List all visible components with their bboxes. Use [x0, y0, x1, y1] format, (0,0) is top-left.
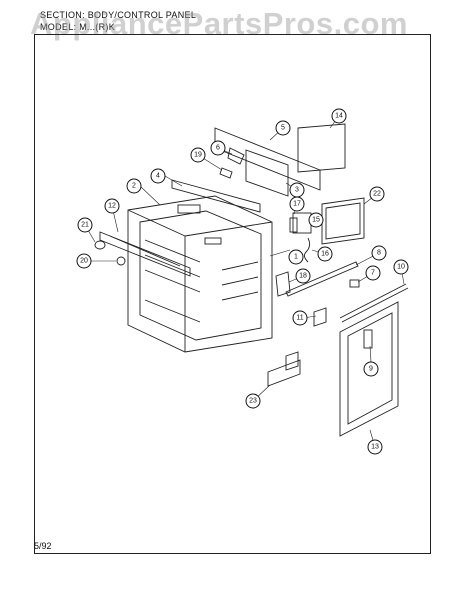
svg-text:1: 1 — [294, 254, 298, 261]
svg-text:11: 11 — [296, 315, 303, 322]
wire-16 — [303, 237, 311, 263]
component-17 — [289, 217, 298, 233]
svg-text:10: 10 — [397, 264, 405, 271]
bracket-19 — [219, 167, 233, 179]
front-trim-bar — [99, 231, 191, 277]
svg-text:12: 12 — [108, 203, 116, 210]
side-cover — [321, 197, 365, 245]
callout-12: 12 — [104, 198, 120, 214]
callout-17: 17 — [289, 196, 305, 212]
svg-text:6: 6 — [216, 145, 220, 152]
panel-3 — [245, 149, 289, 197]
callout-14: 14 — [331, 108, 347, 124]
callout-22: 22 — [369, 186, 385, 202]
top-rail — [171, 179, 261, 213]
svg-text:18: 18 — [299, 273, 307, 280]
svg-text:21: 21 — [81, 222, 89, 229]
callout-8: 8 — [371, 245, 387, 261]
callout-16: 16 — [317, 246, 333, 262]
hinge-18 — [275, 271, 291, 297]
component-15 — [292, 212, 312, 234]
knob-20 — [116, 256, 126, 266]
model-title: Model: M...(R)K — [40, 22, 116, 32]
callout-7: 7 — [365, 265, 381, 281]
clip-7 — [349, 279, 360, 288]
footer-date: 5/92 — [34, 541, 52, 551]
diagram-frame — [34, 34, 431, 554]
svg-text:2: 2 — [132, 183, 136, 190]
callout-15: 15 — [308, 212, 324, 228]
handle-9 — [363, 329, 373, 349]
callout-11: 11 — [292, 310, 308, 326]
callout-21: 21 — [77, 217, 93, 233]
svg-text:3: 3 — [295, 187, 299, 194]
door-panel — [339, 301, 399, 437]
svg-text:7: 7 — [371, 270, 375, 277]
svg-text:8: 8 — [377, 250, 381, 257]
callout-19: 19 — [190, 147, 206, 163]
knob-21 — [94, 240, 106, 250]
rod-10 — [339, 283, 409, 323]
oven-body — [127, 195, 273, 353]
svg-text:17: 17 — [293, 201, 301, 208]
leader-lines — [84, 115, 405, 448]
callout-1: 1 — [288, 249, 304, 265]
callout-3: 3 — [289, 182, 305, 198]
callout-2: 2 — [126, 178, 142, 194]
svg-text:14: 14 — [335, 113, 343, 120]
svg-text:22: 22 — [373, 191, 381, 198]
callout-9: 9 — [363, 361, 379, 377]
svg-text:9: 9 — [369, 366, 373, 373]
svg-text:4: 4 — [156, 173, 160, 180]
callout-5: 5 — [275, 120, 291, 136]
bracket-11 — [313, 307, 327, 327]
callout-18: 18 — [295, 268, 311, 284]
callout-13: 13 — [367, 439, 383, 455]
svg-text:15: 15 — [312, 217, 320, 224]
svg-text:19: 19 — [194, 152, 202, 159]
section-title: Section: BODY/CONTROL PANEL — [40, 10, 197, 20]
side-rail — [285, 261, 359, 297]
svg-text:16: 16 — [321, 251, 329, 258]
callout-20: 20 — [76, 253, 92, 269]
base-bracket — [267, 351, 301, 387]
callout-23: 23 — [245, 393, 261, 409]
svg-text:23: 23 — [249, 398, 257, 405]
callout-6: 6 — [210, 140, 226, 156]
svg-text:5: 5 — [281, 125, 285, 132]
watermark: AppliancePartsPros.com — [30, 6, 408, 41]
callout-4: 4 — [150, 168, 166, 184]
callout-10: 10 — [393, 259, 409, 275]
svg-text:20: 20 — [80, 258, 88, 265]
back-cover — [297, 123, 346, 173]
svg-text:13: 13 — [371, 444, 379, 451]
bracket-6 — [227, 147, 245, 165]
